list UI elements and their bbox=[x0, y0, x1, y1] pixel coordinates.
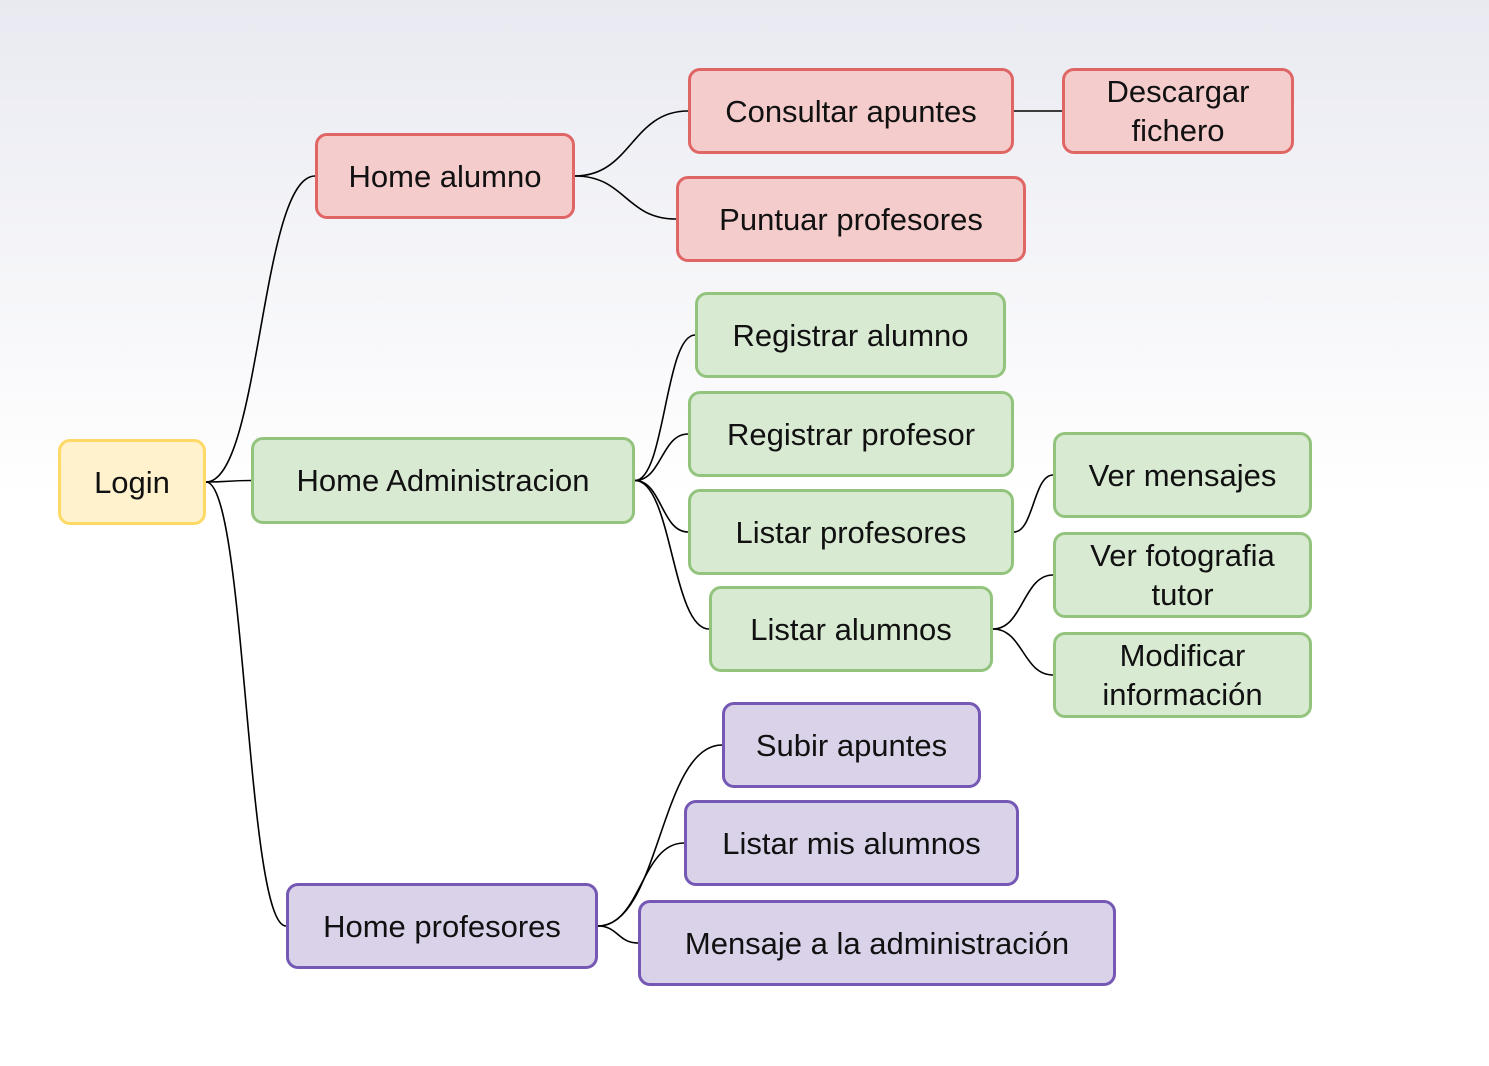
node-puntuar-profesores[interactable]: Puntuar profesores bbox=[676, 176, 1026, 262]
edge-listar_alumnos-to-modificar_informacion bbox=[992, 628, 1054, 676]
node-registrar-alumno[interactable]: Registrar alumno bbox=[695, 292, 1006, 378]
edge-home_administracion-to-registrar_profesor bbox=[634, 433, 689, 482]
edge-home_administracion-to-registrar_alumno bbox=[634, 334, 696, 482]
node-home-profesores[interactable]: Home profesores bbox=[286, 883, 598, 969]
node-listar-profesores[interactable]: Listar profesores bbox=[688, 489, 1014, 575]
node-ver-fotografia-tutor[interactable]: Ver fotografia tutor bbox=[1053, 532, 1312, 618]
node-modificar-informacion[interactable]: Modificar información bbox=[1053, 632, 1312, 718]
node-listar-alumnos[interactable]: Listar alumnos bbox=[709, 586, 993, 672]
edge-home_profesores-to-listar_mis_alumnos bbox=[597, 842, 685, 927]
node-consultar-apuntes[interactable]: Consultar apuntes bbox=[688, 68, 1014, 154]
node-mensaje-administracion[interactable]: Mensaje a la administración bbox=[638, 900, 1116, 986]
edge-home_alumno-to-puntuar_profesores bbox=[574, 175, 677, 220]
edge-listar_alumnos-to-ver_fotografia_tutor bbox=[992, 574, 1054, 630]
edge-home_profesores-to-mensaje_administracion bbox=[597, 925, 639, 944]
edge-listar_profesores-to-ver_mensajes bbox=[1013, 474, 1054, 533]
node-descargar-fichero[interactable]: Descargar fichero bbox=[1062, 68, 1294, 154]
node-login[interactable]: Login bbox=[58, 439, 206, 525]
node-subir-apuntes[interactable]: Subir apuntes bbox=[722, 702, 981, 788]
node-home-administracion[interactable]: Home Administracion bbox=[251, 437, 635, 524]
edge-home_administracion-to-listar_alumnos bbox=[634, 479, 710, 630]
node-listar-mis-alumnos[interactable]: Listar mis alumnos bbox=[684, 800, 1019, 886]
edge-login-to-home_alumno bbox=[205, 175, 316, 483]
edge-login-to-home_administracion bbox=[205, 479, 252, 483]
node-registrar-profesor[interactable]: Registrar profesor bbox=[688, 391, 1014, 477]
edge-home_alumno-to-consultar_apuntes bbox=[574, 110, 689, 177]
node-home-alumno[interactable]: Home alumno bbox=[315, 133, 575, 219]
node-ver-mensajes[interactable]: Ver mensajes bbox=[1053, 432, 1312, 518]
edge-home_administracion-to-listar_profesores bbox=[634, 479, 689, 533]
edge-login-to-home_profesores bbox=[205, 481, 287, 927]
